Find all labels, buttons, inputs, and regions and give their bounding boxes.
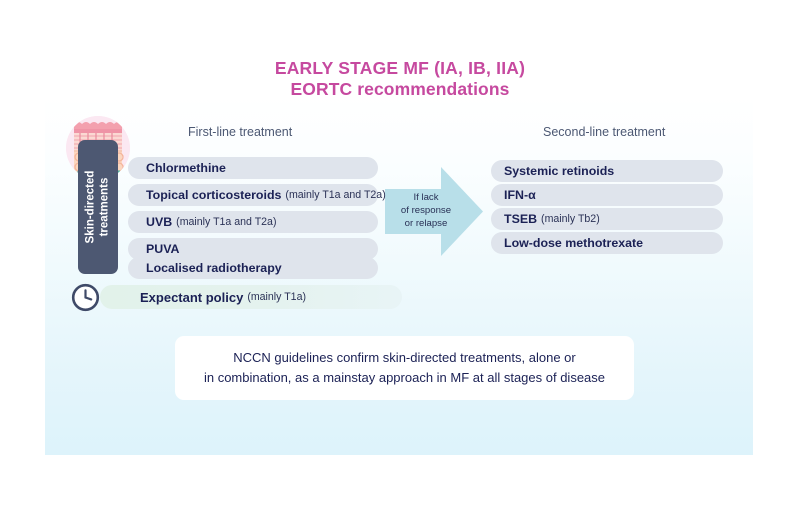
treatment-name: UVB (146, 215, 173, 229)
second-line-treatment-item[interactable]: TSEB (mainly Tb2) (491, 208, 723, 230)
title-line-2: EORTC recommendations (290, 79, 510, 100)
second-line-treatment-item[interactable]: Systemic retinoids (491, 160, 723, 182)
first-line-treatment-item[interactable]: Chlormethine (128, 157, 378, 179)
treatment-name: Low-dose methotrexate (504, 236, 644, 250)
expectant-policy-note: (mainly T1a) (247, 291, 306, 303)
nccn-note-line-1: NCCN guidelines confirm skin-directed tr… (233, 349, 576, 365)
second-line-treatment-item[interactable]: IFN-α (491, 184, 723, 206)
first-line-treatment-item[interactable]: Localised radiotherapy (128, 257, 378, 279)
treatment-note: (mainly T1a and T2a) (285, 189, 386, 201)
treatment-name: Localised radiotherapy (146, 261, 282, 275)
treatment-name: Chlormethine (146, 161, 226, 175)
arrow-line-2: of response (400, 204, 452, 216)
first-line-column-header: First-line treatment (188, 125, 293, 139)
treatment-name: PUVA (146, 242, 180, 256)
expectant-policy-bar[interactable]: Expectant policy (mainly T1a) (100, 285, 402, 309)
title-line-1: EARLY STAGE MF (IA, IB, IIA) (274, 58, 526, 78)
nccn-guidelines-note: NCCN guidelines confirm skin-directed tr… (175, 336, 634, 400)
treatment-name: Systemic retinoids (504, 164, 615, 178)
progression-arrow (385, 167, 483, 256)
first-line-treatment-item[interactable]: PUVA (128, 238, 378, 260)
expectant-policy-name: Expectant policy (140, 289, 244, 305)
arrow-label: If lack of response or relapse (385, 192, 467, 231)
treatment-name: IFN-α (504, 188, 536, 202)
nccn-note-line-2: in combination, as a mainstay approach i… (203, 370, 606, 385)
arrow-line-1: If lack (413, 192, 439, 203)
treatment-note: (mainly T1a and T2a) (176, 216, 277, 228)
arrow-line-3: or relapse (404, 217, 448, 229)
first-line-treatment-item[interactable]: UVB (mainly T1a and T2a) (128, 211, 378, 233)
clock-icon (71, 283, 100, 312)
second-line-column-header: Second-line treatment (543, 125, 666, 139)
treatment-name: TSEB (504, 212, 538, 226)
sdt-label-line-1: Skin-directed (84, 170, 97, 244)
skin-directed-treatments-label: Skin-directed treatments (84, 143, 111, 271)
treatment-name: Topical corticosteroids (146, 188, 282, 202)
page-title: EARLY STAGE MF (IA, IB, IIA) EORTC recom… (0, 58, 800, 101)
treatment-note: (mainly Tb2) (541, 213, 600, 225)
second-line-treatment-item[interactable]: Low-dose methotrexate (491, 232, 723, 254)
sdt-label-line-2: treatments (98, 177, 110, 237)
skin-directed-treatments-bar: Skin-directed treatments (78, 140, 118, 274)
first-line-treatment-item[interactable]: Topical corticosteroids (mainly T1a and … (128, 184, 386, 206)
